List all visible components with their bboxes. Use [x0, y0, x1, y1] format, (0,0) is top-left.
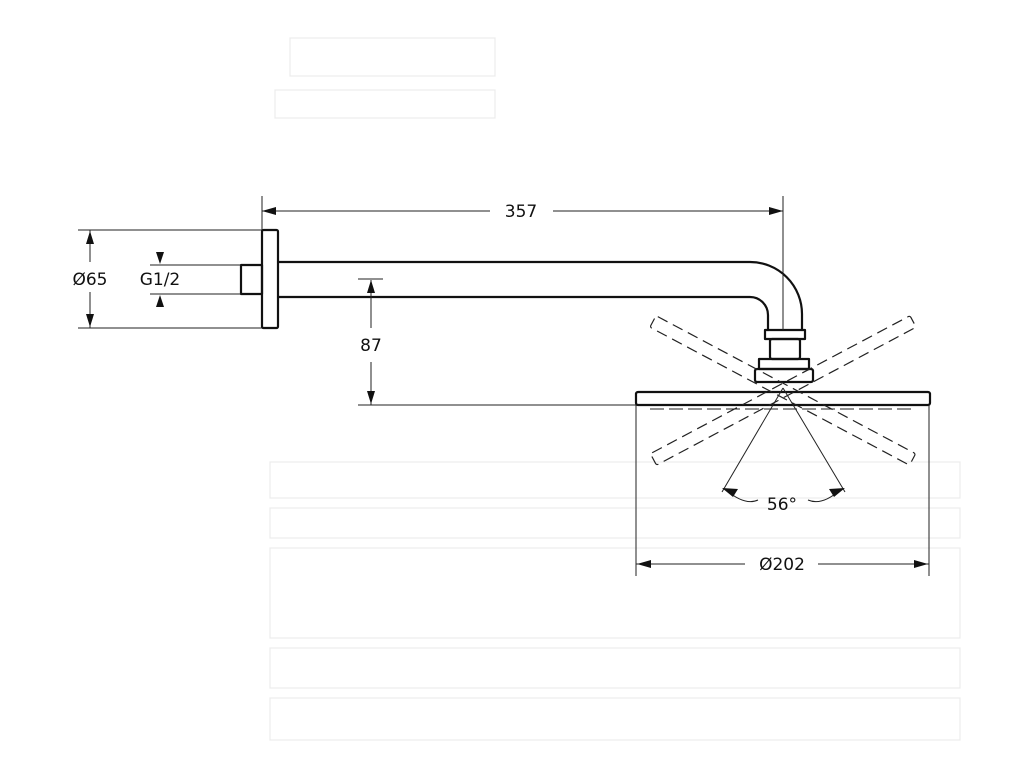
arm-length-label: 357	[505, 202, 537, 222]
flange-diameter-label: Ø65	[72, 270, 107, 290]
shower-head	[634, 390, 932, 410]
tilted-head-outline-right	[650, 315, 916, 466]
shower-arm-pipe	[276, 260, 804, 332]
ball-joint-connector	[753, 328, 815, 384]
dimension-thread: G1/2	[140, 252, 241, 307]
dimension-arm-length: 357	[261, 196, 784, 330]
dimension-tilt-angle: 56°	[721, 387, 846, 515]
dimension-drop-height: 87	[358, 278, 636, 406]
head-diameter-label: Ø202	[759, 555, 805, 575]
tilted-head-outline-left	[650, 315, 916, 466]
wall-flange	[239, 228, 280, 330]
dimension-flange-diameter: Ø65	[72, 229, 262, 329]
tilt-angle-label: 56°	[767, 495, 797, 515]
drop-height-label: 87	[360, 336, 382, 356]
dimension-head-diameter: Ø202	[635, 405, 930, 576]
thread-label: G1/2	[140, 270, 181, 290]
background-watermark	[269, 37, 961, 741]
